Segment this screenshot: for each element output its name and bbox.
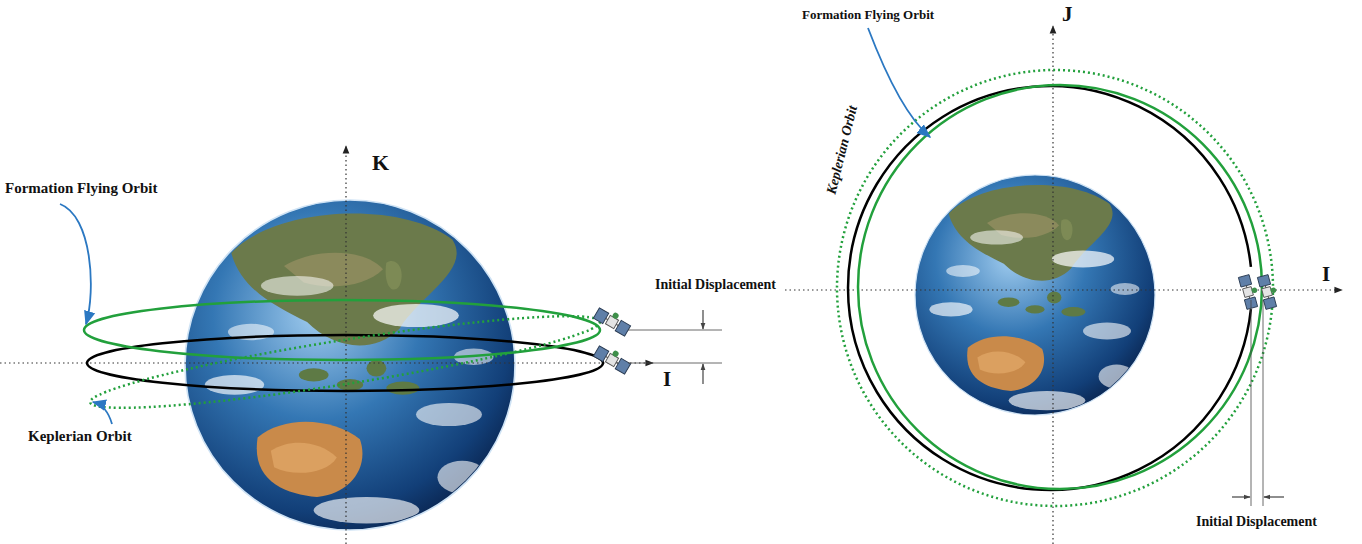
dimension-line	[628, 330, 722, 331]
callout-label: Keplerian Orbit	[823, 104, 861, 196]
formation-flying-orbit	[858, 85, 1262, 489]
satellite	[1257, 274, 1280, 310]
dimension-line	[1251, 300, 1252, 506]
callout-arrow	[93, 402, 112, 424]
k-axis	[345, 146, 346, 544]
dimension-arrow	[1232, 496, 1250, 497]
keplerian-reference-orbit	[848, 86, 1251, 490]
dimension-arrow	[1264, 496, 1284, 497]
axis-label: I	[663, 367, 671, 391]
callout-label: Formation Flying Orbit	[5, 180, 158, 197]
callout-label: Keplerian Orbit	[28, 428, 132, 445]
keplerian-orbit	[87, 300, 604, 424]
keplerian-orbit	[837, 70, 1273, 506]
dimension-label: Initial Displacement	[1196, 514, 1317, 530]
i-axis	[0, 362, 653, 363]
satellite	[593, 304, 632, 336]
keplerian-reference-orbit	[87, 335, 603, 391]
earth-globe	[915, 175, 1155, 415]
callout-arrow	[60, 204, 91, 324]
dimension-line	[1263, 300, 1264, 506]
axis-label: I	[1322, 262, 1330, 286]
satellite	[593, 342, 632, 374]
earth-globe	[185, 200, 515, 530]
dimension-line	[628, 363, 722, 364]
axis-label: K	[372, 150, 389, 175]
dimension-arrow	[702, 310, 703, 329]
dimension-arrow	[702, 364, 703, 384]
callout-arrow	[868, 28, 930, 137]
formation-flying-orbit	[84, 300, 600, 360]
i-axis	[785, 289, 1342, 290]
j-axis	[1052, 26, 1053, 544]
axis-label: J	[1062, 2, 1073, 26]
dimension-label: Initial Displacement	[655, 277, 776, 293]
callout-label: Formation Flying Orbit	[802, 8, 934, 23]
